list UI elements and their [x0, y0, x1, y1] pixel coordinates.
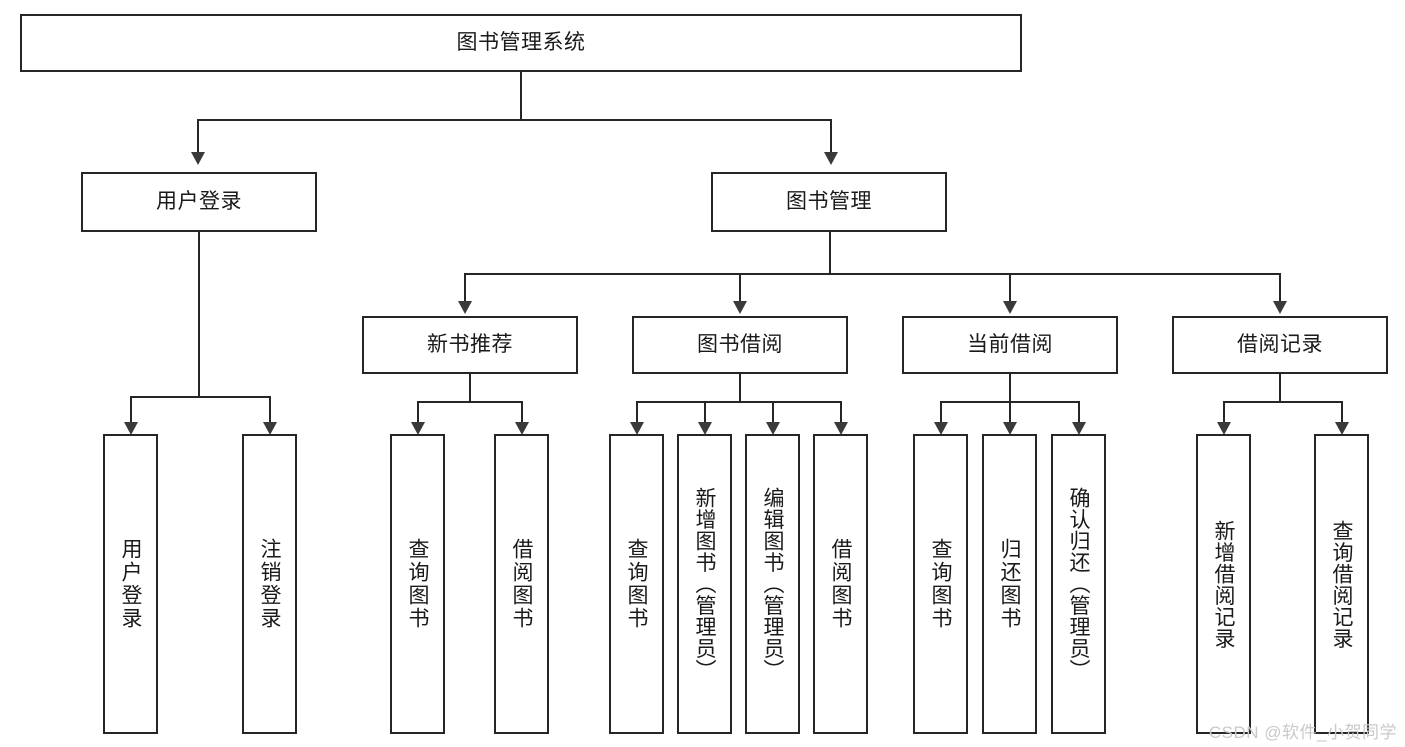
arrow-borrow-record-to-leaf-1	[1335, 422, 1349, 435]
node-book-borrow[interactable]: 图书借阅	[632, 316, 848, 374]
connector-current-borrow-stem	[1009, 374, 1011, 402]
connector-book-borrow-to-leaf-3	[840, 401, 842, 424]
connector-book-mgmt-to-l3-1	[739, 273, 741, 303]
arrow-new-book-to-leaf-0	[411, 422, 425, 435]
connector-user-login-stem	[198, 232, 200, 397]
arrow-current-borrow-to-leaf-1	[1003, 422, 1017, 435]
connector-user-login-to-leaf-1	[269, 396, 271, 424]
node-label: 用户登录	[156, 189, 242, 213]
connector-current-borrow-to-leaf-2	[1078, 401, 1080, 424]
arrow-book-mgmt-to-l3-1	[733, 301, 747, 314]
node-label: 借阅图书	[829, 538, 852, 630]
node-label: 查询图书	[625, 538, 648, 630]
arrow-book-borrow-to-leaf-0	[630, 422, 644, 435]
node-user-login[interactable]: 用户登录	[81, 172, 317, 232]
connector-borrow-record-to-leaf-0	[1223, 401, 1225, 424]
arrow-root-to-user-login	[191, 152, 205, 165]
node-label: 借阅图书	[510, 538, 533, 630]
arrow-book-mgmt-to-l3-0	[458, 301, 472, 314]
connector-book-borrow-to-leaf-0	[636, 401, 638, 424]
connector-book-borrow-to-leaf-2	[772, 401, 774, 424]
arrow-book-mgmt-to-l3-3	[1273, 301, 1287, 314]
leaf-user-login-user-login[interactable]: 用户登录	[103, 434, 158, 734]
node-label: 新增借阅记录	[1212, 519, 1235, 649]
node-root-system[interactable]: 图书管理系统	[20, 14, 1022, 72]
node-label: 查询图书	[929, 538, 952, 630]
leaf-book-borrow-query-book[interactable]: 查询图书	[609, 434, 664, 734]
connector-user-login-bus	[130, 396, 270, 398]
arrow-current-borrow-to-leaf-2	[1072, 422, 1086, 435]
node-new-book-recommend[interactable]: 新书推荐	[362, 316, 578, 374]
connector-book-mgmt-bus	[464, 273, 1280, 275]
arrow-book-borrow-to-leaf-1	[698, 422, 712, 435]
node-label: 查询借阅记录	[1330, 519, 1353, 649]
connector-borrow-record-to-leaf-1	[1341, 401, 1343, 424]
leaf-book-borrow-borrow-book[interactable]: 借阅图书	[813, 434, 868, 734]
connector-user-login-to-leaf-0	[130, 396, 132, 424]
connector-book-mgmt-to-l3-0	[464, 273, 466, 303]
connector-book-mgmt-to-l3-2	[1009, 273, 1011, 303]
node-label: 查询图书	[406, 538, 429, 630]
connector-borrow-record-stem	[1279, 374, 1281, 402]
leaf-current-borrow-confirm-return-admin[interactable]: 确认归还（管理员）	[1051, 434, 1106, 734]
leaf-book-borrow-add-book-admin[interactable]: 新增图书（管理员）	[677, 434, 732, 734]
connector-root-to-book-mgmt	[830, 119, 832, 154]
arrow-current-borrow-to-leaf-0	[934, 422, 948, 435]
connector-book-mgmt-stem	[829, 232, 831, 274]
leaf-new-book-borrow-book[interactable]: 借阅图书	[494, 434, 549, 734]
arrow-book-borrow-to-leaf-3	[834, 422, 848, 435]
connector-root-bus	[197, 119, 832, 121]
node-label: 图书管理系统	[456, 30, 586, 54]
node-label: 确认归还（管理员）	[1067, 487, 1090, 681]
node-book-management[interactable]: 图书管理	[711, 172, 947, 232]
arrow-user-login-to-leaf-1	[263, 422, 277, 435]
node-label: 用户登录	[119, 538, 142, 630]
node-label: 借阅记录	[1237, 332, 1323, 356]
node-current-borrow[interactable]: 当前借阅	[902, 316, 1118, 374]
arrow-book-borrow-to-leaf-2	[766, 422, 780, 435]
connector-new-book-to-leaf-1	[521, 401, 523, 424]
node-label: 注销登录	[258, 538, 281, 630]
connector-current-borrow-to-leaf-0	[940, 401, 942, 424]
connector-book-mgmt-to-l3-3	[1279, 273, 1281, 303]
connector-current-borrow-to-leaf-1	[1009, 401, 1011, 424]
connector-borrow-record-bus	[1223, 401, 1343, 403]
node-label: 编辑图书（管理员）	[761, 487, 784, 681]
node-label: 当前借阅	[967, 332, 1053, 356]
node-borrow-record[interactable]: 借阅记录	[1172, 316, 1388, 374]
connector-new-book-stem	[469, 374, 471, 402]
leaf-new-book-query-book[interactable]: 查询图书	[390, 434, 445, 734]
leaf-current-borrow-return-book[interactable]: 归还图书	[982, 434, 1037, 734]
leaf-borrow-record-query-record[interactable]: 查询借阅记录	[1314, 434, 1369, 734]
arrow-book-mgmt-to-l3-2	[1003, 301, 1017, 314]
node-label: 新书推荐	[427, 332, 513, 356]
arrow-user-login-to-leaf-0	[124, 422, 138, 435]
connector-new-book-bus	[417, 401, 522, 403]
node-label: 归还图书	[998, 538, 1021, 630]
node-label: 图书借阅	[697, 332, 783, 356]
connector-new-book-to-leaf-0	[417, 401, 419, 424]
leaf-borrow-record-add-record[interactable]: 新增借阅记录	[1196, 434, 1251, 734]
node-label: 新增图书（管理员）	[693, 487, 716, 681]
leaf-current-borrow-query-book[interactable]: 查询图书	[913, 434, 968, 734]
connector-book-borrow-to-leaf-1	[704, 401, 706, 424]
connector-book-borrow-stem	[739, 374, 741, 402]
connector-root-stem	[520, 72, 522, 120]
arrow-new-book-to-leaf-1	[515, 422, 529, 435]
arrow-root-to-book-mgmt	[824, 152, 838, 165]
arrow-borrow-record-to-leaf-0	[1217, 422, 1231, 435]
connector-book-borrow-bus	[636, 401, 841, 403]
leaf-user-login-logout[interactable]: 注销登录	[242, 434, 297, 734]
leaf-book-borrow-edit-book-admin[interactable]: 编辑图书（管理员）	[745, 434, 800, 734]
node-label: 图书管理	[786, 189, 872, 213]
connector-root-to-user-login	[197, 119, 199, 154]
watermark: CSDN @软件_小贺同学	[1208, 723, 1397, 742]
